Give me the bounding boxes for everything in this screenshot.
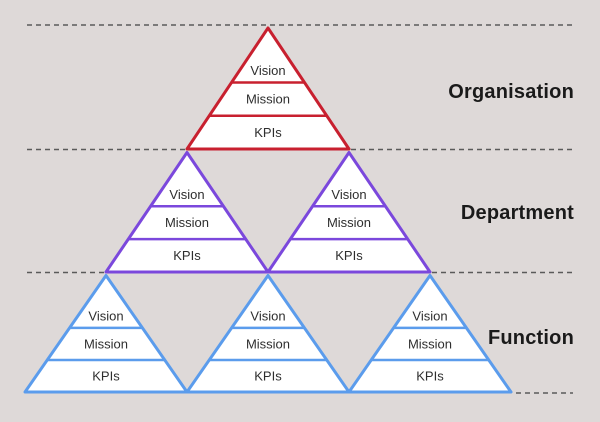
triangle-outline bbox=[185, 274, 351, 394]
segment-label-vision: Vision bbox=[88, 308, 123, 323]
segment-label-kpis: KPIs bbox=[254, 125, 282, 140]
segment-label-vision: Vision bbox=[250, 308, 285, 323]
segment-label-kpis: KPIs bbox=[335, 248, 363, 263]
triangle-outline bbox=[23, 274, 189, 394]
segment-label-mission: Mission bbox=[84, 336, 128, 351]
triangle-outline bbox=[104, 151, 270, 274]
segment-label-mission: Mission bbox=[327, 215, 371, 230]
triangle-outline bbox=[185, 26, 351, 151]
segment-label-vision: Vision bbox=[331, 187, 366, 202]
segment-label-vision: Vision bbox=[250, 63, 285, 78]
level-label-department: Department bbox=[460, 202, 574, 224]
segment-label-vision: Vision bbox=[169, 187, 204, 202]
segment-label-mission: Mission bbox=[408, 336, 452, 351]
segment-label-mission: Mission bbox=[246, 92, 290, 107]
segment-label-kpis: KPIs bbox=[92, 368, 120, 383]
segment-label-kpis: KPIs bbox=[254, 368, 282, 383]
segment-label-mission: Mission bbox=[246, 336, 290, 351]
level-label-organisation: Organisation bbox=[448, 81, 574, 103]
triangle-outline bbox=[347, 274, 513, 394]
segment-label-kpis: KPIs bbox=[173, 248, 201, 263]
segment-label-vision: Vision bbox=[412, 308, 447, 323]
triangle-outline bbox=[266, 151, 432, 274]
segment-label-kpis: KPIs bbox=[416, 368, 444, 383]
segment-label-mission: Mission bbox=[165, 215, 209, 230]
level-label-function: Function bbox=[487, 327, 574, 349]
